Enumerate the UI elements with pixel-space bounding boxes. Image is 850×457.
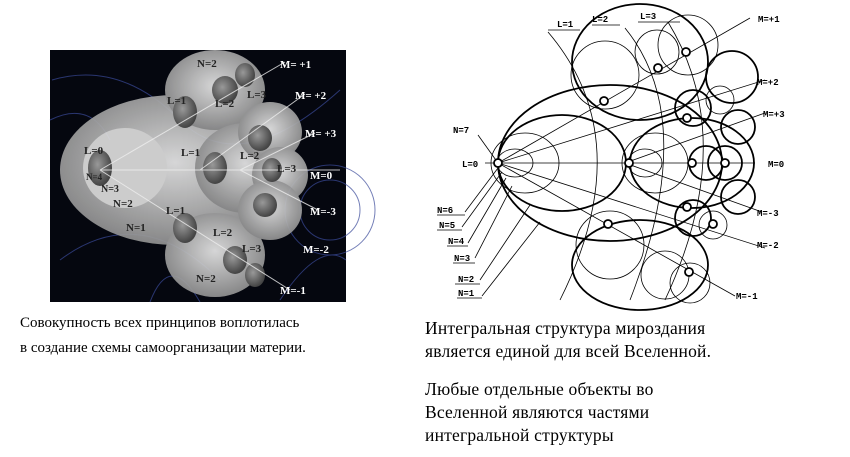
left-label: N=2 bbox=[197, 58, 217, 70]
left-label: N=1 bbox=[126, 222, 146, 234]
right-label: N=1 bbox=[458, 289, 475, 299]
left-label: L=2 bbox=[215, 98, 235, 110]
right-label: M=+3 bbox=[763, 110, 785, 120]
right-label: M=0 bbox=[768, 160, 784, 170]
right-label: N=6 bbox=[437, 206, 453, 216]
right-caption-line: Вселенной являются частями bbox=[425, 402, 650, 422]
right-figure-diagram bbox=[437, 3, 766, 311]
left-caption-line: в создание схемы самоорганизации материи… bbox=[20, 340, 306, 356]
right-label: N=3 bbox=[454, 254, 470, 264]
left-label: L=1 bbox=[181, 147, 200, 159]
right-label: N=4 bbox=[448, 237, 465, 247]
left-label: M=-1 bbox=[280, 285, 306, 297]
left-label: M=-2 bbox=[303, 244, 329, 256]
left-label: L=3 bbox=[277, 163, 297, 175]
left-label: L=2 bbox=[213, 227, 233, 239]
right-caption-line: Интегральная структура мироздания bbox=[425, 318, 706, 338]
right-label: N=5 bbox=[439, 221, 455, 231]
left-caption-line: Совокупность всех принципов воплотилась bbox=[20, 315, 300, 331]
left-label: L=1 bbox=[167, 95, 186, 107]
right-label: M=+2 bbox=[757, 78, 779, 88]
left-figure-image: N=2 L=1 L=2 L=3 M= +1 M= +2 M= +3 L=0 L=… bbox=[49, 50, 376, 303]
right-label: L=3 bbox=[640, 12, 656, 22]
right-label: L=2 bbox=[592, 15, 608, 25]
left-label: M=-3 bbox=[310, 206, 336, 218]
left-label: L=1 bbox=[166, 205, 185, 217]
right-label: M=-2 bbox=[757, 241, 779, 251]
left-label: M= +1 bbox=[280, 59, 311, 71]
left-label: N=3 bbox=[101, 184, 119, 195]
left-label: L=2 bbox=[240, 150, 260, 162]
right-caption-line: интегральной структуры bbox=[425, 425, 614, 445]
left-label: N=2 bbox=[113, 198, 133, 210]
right-label: L=1 bbox=[557, 20, 574, 30]
left-label: L=3 bbox=[247, 89, 267, 101]
right-label: M=+1 bbox=[758, 15, 780, 25]
left-label: N=4 bbox=[86, 172, 103, 182]
right-label: M=-1 bbox=[736, 292, 758, 302]
right-label: N=7 bbox=[453, 126, 469, 136]
right-label: M=-3 bbox=[757, 209, 779, 219]
left-label: M=0 bbox=[310, 170, 333, 182]
right-label: N=2 bbox=[458, 275, 474, 285]
left-label: L=3 bbox=[242, 243, 262, 255]
left-label: N=2 bbox=[196, 273, 216, 285]
right-caption-line: является единой для всей Вселенной. bbox=[425, 341, 712, 361]
left-label: L=0 bbox=[84, 145, 104, 157]
left-label: M= +2 bbox=[295, 90, 327, 102]
right-label: L=0 bbox=[462, 160, 478, 170]
left-label: M= +3 bbox=[305, 128, 337, 140]
right-caption-line: Любые отдельные объекты во bbox=[425, 379, 654, 399]
